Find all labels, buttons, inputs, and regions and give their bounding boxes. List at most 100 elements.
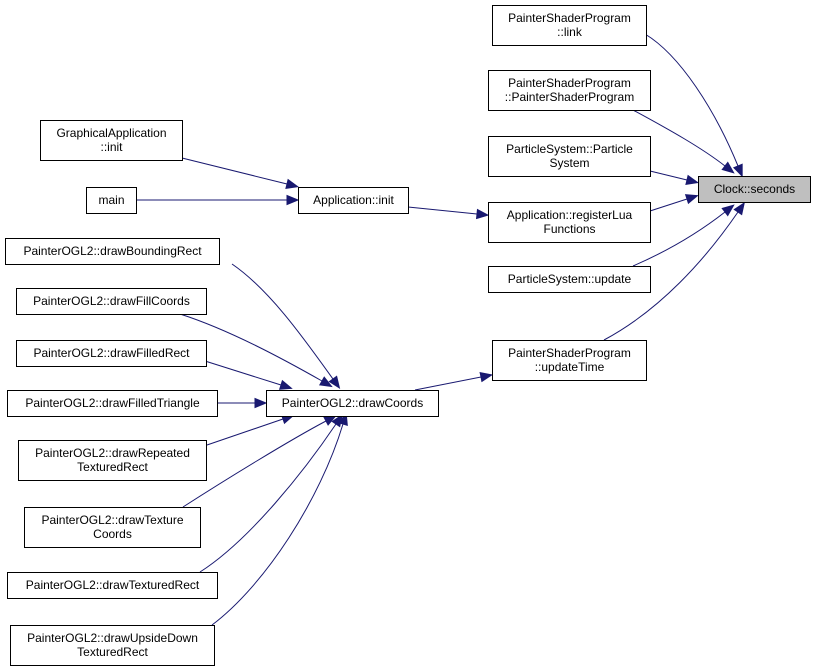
edge-main-to-app_init (136, 194, 300, 206)
edge-arrowhead (328, 375, 341, 390)
edge-dfr-to-dc (204, 360, 293, 390)
node-box (16, 340, 207, 367)
node-label: PainterOGL2::drawFilledRect (33, 346, 190, 360)
edge-arrowhead (278, 379, 293, 390)
node-label: PainterShaderProgram (508, 11, 631, 25)
node-label: ParticleSystem::update (508, 272, 632, 286)
node-box (40, 120, 183, 161)
edge-line (407, 206, 478, 215)
edge-app_init-to-app_reglua (407, 206, 490, 220)
node-label: PainterOGL2::drawCoords (282, 396, 423, 410)
node-label: main (98, 193, 124, 207)
node-box (18, 440, 207, 481)
node-label: PainterOGL2::drawUpsideDown (27, 631, 198, 645)
edge-ps_update-to-clock_seconds (632, 204, 735, 267)
node-label: PainterOGL2::drawTexturedRect (26, 578, 200, 592)
node-box (298, 187, 409, 214)
edge-arrowhead (285, 178, 299, 189)
node-box (7, 390, 218, 417)
node-box (488, 202, 651, 243)
edge-line (632, 109, 726, 167)
edge-ga_init-to-app_init (181, 157, 299, 189)
node-box (698, 176, 811, 203)
edge-arrowhead (732, 163, 743, 178)
edge-line (649, 170, 688, 181)
node-box (488, 136, 651, 177)
edge-line (644, 33, 739, 167)
node-box (5, 238, 220, 265)
edge-line (206, 418, 284, 446)
node-label: System (549, 156, 589, 170)
edge-line (199, 423, 337, 573)
node-painter-shader-program-link[interactable]: PainterShaderProgram::link (492, 5, 647, 46)
edge-dbr-to-dc (231, 263, 341, 390)
node-label: Functions (543, 222, 595, 236)
node-main[interactable]: main (86, 187, 137, 214)
edge-arrowhead (475, 208, 490, 220)
node-label: PainterOGL2::drawTexture (41, 513, 183, 527)
node-label: Clock::seconds (714, 182, 795, 196)
node-painter-ogl2-draw-coords[interactable]: PainterOGL2::drawCoords (266, 390, 439, 417)
node-clock-seconds[interactable]: Clock::seconds (698, 176, 811, 203)
edge-psp_ctor-to-clock_seconds (632, 109, 735, 174)
node-painter-ogl2-draw-filled-triangle[interactable]: PainterOGL2::drawFilledTriangle (7, 390, 218, 417)
edge-line (204, 360, 282, 386)
edge-dudtr-to-dc (211, 412, 348, 626)
node-label: ParticleSystem::Particle (506, 142, 633, 156)
node-painter-shader-program-constructor[interactable]: PainterShaderProgram::PainterShaderProgr… (488, 70, 651, 111)
edge-line (603, 211, 739, 341)
node-painter-ogl2-draw-bounding-rect[interactable]: PainterOGL2::drawBoundingRect (5, 238, 220, 265)
edge-dc-to-psp_update (414, 371, 494, 391)
node-painter-ogl2-draw-textured-rect[interactable]: PainterOGL2::drawTexturedRect (7, 572, 218, 599)
node-particle-system-update[interactable]: ParticleSystem::update (488, 266, 651, 293)
node-label: PainterOGL2::drawRepeated (35, 446, 190, 460)
edge-line (231, 263, 334, 380)
node-particle-system-constructor[interactable]: ParticleSystem::ParticleSystem (488, 136, 651, 177)
edge-arrowhead (721, 161, 735, 174)
edge-line (414, 376, 482, 391)
edge-dtr-to-dc (199, 413, 343, 573)
node-box (488, 70, 651, 111)
edge-arrowhead (318, 376, 333, 388)
node-label: ::updateTime (535, 360, 605, 374)
edge-arrowhead (733, 201, 745, 216)
edge-arrowhead (254, 397, 268, 409)
edge-arrowhead (684, 194, 699, 205)
nodes-layer: Clock::seconds PainterShaderProgram::link… (5, 5, 811, 666)
node-label: PainterShaderProgram (508, 76, 631, 90)
node-application-init[interactable]: Application::init (298, 187, 409, 214)
edge-line (632, 211, 726, 267)
edge-line (211, 423, 344, 626)
node-label: Application::registerLua (507, 208, 633, 222)
edge-line (649, 198, 688, 212)
node-box (10, 625, 215, 666)
node-box (488, 266, 651, 293)
node-box (266, 390, 439, 417)
node-box (24, 507, 201, 548)
node-label: PainterOGL2::drawFilledTriangle (25, 396, 200, 410)
node-label: Coords (93, 527, 132, 541)
node-label: PainterShaderProgram (508, 346, 631, 360)
node-graphical-application-init[interactable]: GraphicalApplication::init (40, 120, 183, 161)
edge-drtr-to-dc (206, 414, 295, 446)
node-box (492, 5, 647, 46)
edge-psp_update-to-clock_seconds (603, 201, 745, 341)
node-label: ::PainterShaderProgram (505, 90, 634, 104)
edge-line (181, 157, 288, 185)
node-box (492, 340, 647, 381)
node-painter-ogl2-draw-filled-rect[interactable]: PainterOGL2::drawFilledRect (16, 340, 207, 367)
node-painter-shader-program-update-time[interactable]: PainterShaderProgram::updateTime (492, 340, 647, 381)
node-label: TexturedRect (77, 645, 148, 659)
edge-dfc-to-dc (179, 313, 333, 388)
node-label: PainterOGL2::drawBoundingRect (23, 244, 202, 258)
edge-ps_ctor-to-clock_seconds (649, 170, 699, 185)
node-label: ::init (100, 140, 123, 154)
node-box (7, 572, 218, 599)
edge-arrowhead (286, 194, 300, 206)
node-painter-ogl2-draw-fill-coords[interactable]: PainterOGL2::drawFillCoords (16, 288, 207, 315)
